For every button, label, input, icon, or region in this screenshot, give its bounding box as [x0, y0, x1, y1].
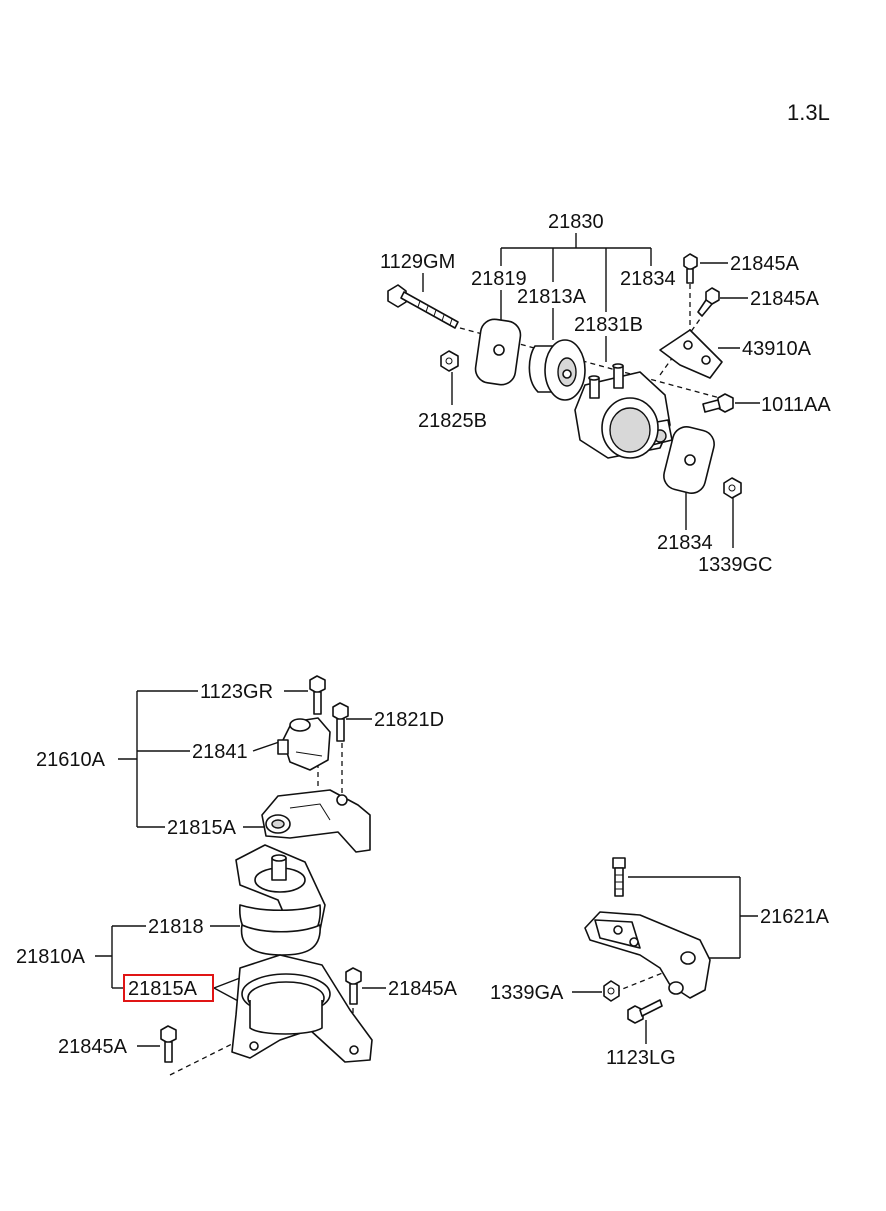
right-mount-assembly: 21621A 1339GA 1123LG	[490, 857, 830, 1069]
bracket-21815a-lower	[231, 954, 373, 1063]
label-1123gr: 1123GR	[200, 681, 273, 703]
label-21830: 21830	[548, 211, 604, 233]
long-bolt-1129gm	[387, 284, 459, 329]
label-1123lg: 1123LG	[606, 1047, 676, 1069]
label-1339ga: 1339GA	[490, 982, 564, 1004]
label-21810a: 21810A	[16, 946, 86, 968]
mount-block-21818	[235, 844, 326, 956]
bolt-21845a-2	[697, 287, 720, 317]
label-21815a-upper: 21815A	[167, 817, 237, 839]
label-21819: 21819	[471, 268, 527, 290]
engine-variant-label: 1.3L	[787, 100, 830, 125]
label-21834-top: 21834	[620, 268, 676, 290]
label-21841: 21841	[192, 741, 248, 763]
label-21845a-3: 21845A	[388, 978, 458, 1000]
label-1011aa: 1011AA	[761, 394, 831, 416]
label-21813a: 21813A	[517, 286, 587, 308]
label-21815a-highlighted[interactable]: 21815A	[128, 978, 198, 1000]
label-43910a: 43910A	[742, 338, 812, 360]
label-21831b: 21831B	[574, 314, 643, 336]
nut-21825b	[440, 350, 459, 372]
label-21610a: 21610A	[36, 749, 106, 771]
bolt-1123lg	[627, 999, 663, 1024]
label-21825b: 21825B	[418, 410, 487, 432]
label-1129gm: 1129GM	[380, 251, 455, 273]
bracket-21621a	[584, 911, 711, 999]
bolt-21621a	[612, 857, 626, 897]
bolt-1011aa	[702, 393, 734, 413]
mount-body-21831b	[574, 363, 673, 459]
bracket-21815a-upper	[261, 789, 371, 853]
label-21818: 21818	[148, 916, 204, 938]
left-mount-assembly: 1123GR 21821D 21610A 21841 21815A 21818 …	[16, 675, 458, 1076]
label-21845a-2: 21845A	[750, 288, 820, 310]
bracket-43910a	[659, 329, 723, 379]
nut-1339ga	[603, 980, 620, 1002]
bolt-21845a-3	[345, 967, 362, 1005]
label-21845a-4: 21845A	[58, 1036, 128, 1058]
top-mount-assembly: 21830 1129GM 21819 21813A 21834 21845A 2…	[380, 211, 831, 576]
plate-21819	[474, 318, 522, 386]
nut-1339gc	[723, 477, 742, 499]
bolt-1123gr	[309, 675, 326, 715]
mount-21841	[277, 717, 331, 771]
label-21821d: 21821D	[374, 709, 444, 731]
bolt-21821d	[332, 702, 349, 742]
highlight-box-21815a	[123, 974, 214, 1002]
label-21834-bottom: 21834	[657, 532, 713, 554]
bushing-21813a	[528, 339, 586, 401]
bolt-21845a-1	[683, 253, 698, 284]
label-1339gc: 1339GC	[698, 554, 773, 576]
label-21845a-1: 21845A	[730, 253, 800, 275]
bolt-21845a-4	[160, 1025, 177, 1063]
label-21621a: 21621A	[760, 906, 830, 928]
plate-21834	[663, 426, 715, 494]
